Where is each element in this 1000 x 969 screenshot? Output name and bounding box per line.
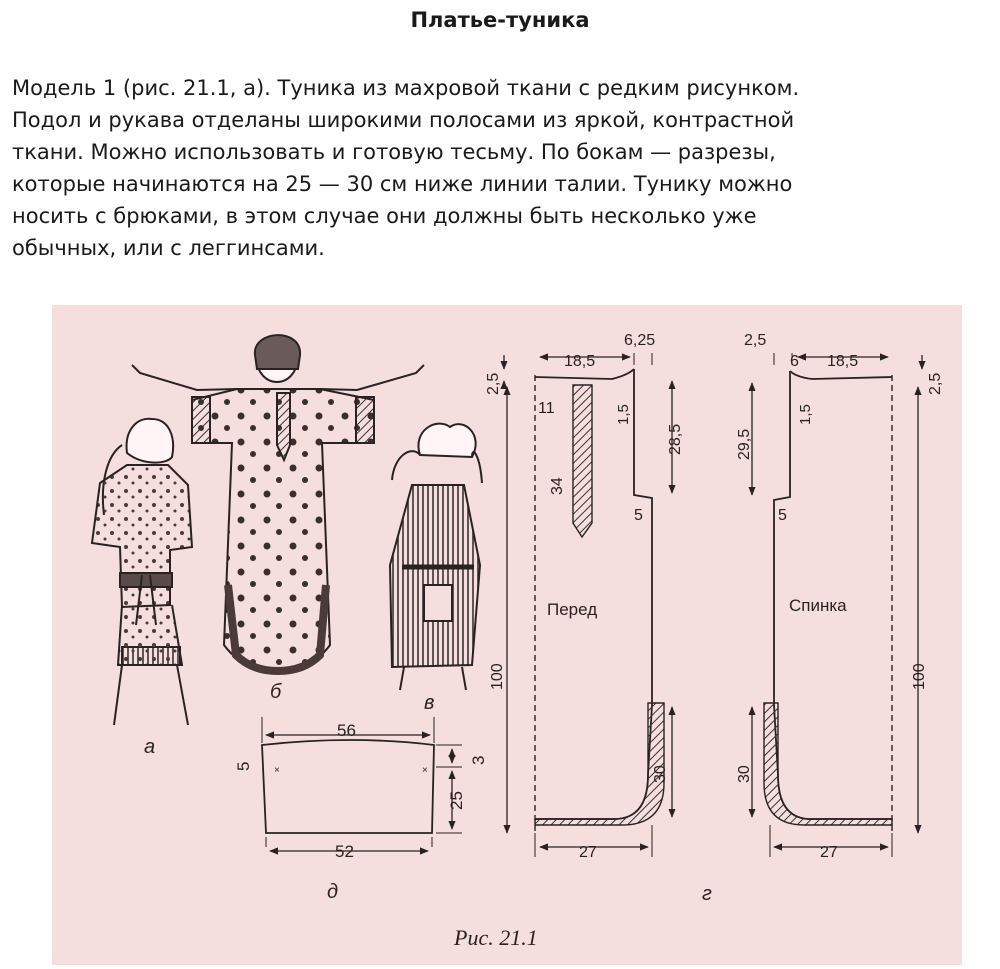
pattern-illustration: а б в × × 56 52 5 3 25 д bbox=[90, 332, 944, 950]
front-sleeve-mark: 1,5 bbox=[615, 404, 632, 425]
figure-v-illustration bbox=[388, 422, 483, 691]
back-hem: 27 bbox=[820, 844, 838, 861]
label-v: в bbox=[424, 692, 434, 714]
paragraph-line: которые начинаются на 25 — 30 см ниже ли… bbox=[12, 172, 793, 196]
front-shoulder-drop: 2,5 bbox=[485, 373, 502, 395]
label-d: д bbox=[327, 881, 338, 903]
figure-b-illustration bbox=[131, 334, 425, 675]
pattern-figure: а б в × × 56 52 5 3 25 д bbox=[52, 305, 962, 965]
figure-a-illustration bbox=[90, 417, 194, 726]
svg-text:×: × bbox=[422, 765, 428, 776]
back-slit: 30 bbox=[736, 765, 753, 783]
sleeve-left-dim: 5 bbox=[234, 762, 253, 771]
front-label: Перед bbox=[547, 600, 597, 619]
front-top-width: 18,5 bbox=[564, 353, 595, 370]
sleeve-height-dim: 25 bbox=[447, 791, 466, 810]
sleeve-pattern: × × bbox=[261, 717, 462, 855]
front-hem: 27 bbox=[579, 844, 597, 861]
back-sleeve-mark: 1,5 bbox=[797, 404, 814, 425]
front-side-mark: 5 bbox=[634, 507, 643, 524]
paragraph-line: Подол и рукава отделаны широкими полосам… bbox=[12, 108, 795, 132]
sleeve-right-top-dim: 3 bbox=[469, 756, 488, 765]
front-top-offset: 6,25 bbox=[624, 332, 655, 349]
front-length: 100 bbox=[489, 663, 506, 690]
label-a: а bbox=[144, 736, 155, 758]
sleeve-top-dim: 56 bbox=[337, 721, 356, 740]
back-length: 100 bbox=[911, 663, 928, 690]
back-label: Спинка bbox=[789, 596, 847, 615]
label-b: б bbox=[270, 681, 282, 703]
paragraph-line: Модель 1 (рис. 21.1, а). Туника из махро… bbox=[12, 76, 800, 100]
back-pattern bbox=[748, 353, 926, 857]
back-shoulder-drop: 2,5 bbox=[927, 373, 944, 395]
front-placket: 34 bbox=[549, 477, 566, 495]
back-top-offset: 2,5 bbox=[744, 332, 766, 349]
paragraph-line: носить с брюками, в этом случае они долж… bbox=[12, 204, 757, 228]
front-pattern bbox=[500, 353, 676, 857]
figure-caption: Рис. 21.1 bbox=[453, 925, 538, 950]
front-neck-depth: 11 bbox=[538, 400, 555, 417]
paragraph-line: обычных, или с леггинсами. bbox=[12, 236, 325, 260]
sleeve-bottom-dim: 52 bbox=[335, 842, 354, 861]
back-neck-width: 6 bbox=[790, 353, 799, 370]
intro-paragraph: Модель 1 (рис. 21.1, а). Туника из махро… bbox=[12, 72, 972, 264]
paragraph-line: ткани. Можно использовать и готовую тесь… bbox=[12, 140, 776, 164]
page-title: Платье-туника bbox=[410, 8, 590, 32]
back-top-width: 18,5 bbox=[827, 353, 858, 370]
svg-text:×: × bbox=[274, 765, 280, 776]
back-side-mark: 5 bbox=[778, 507, 787, 524]
front-armhole: 28,5 bbox=[667, 424, 684, 455]
label-g: г bbox=[702, 883, 712, 905]
back-armhole: 29,5 bbox=[736, 429, 753, 460]
front-slit: 30 bbox=[652, 765, 669, 783]
